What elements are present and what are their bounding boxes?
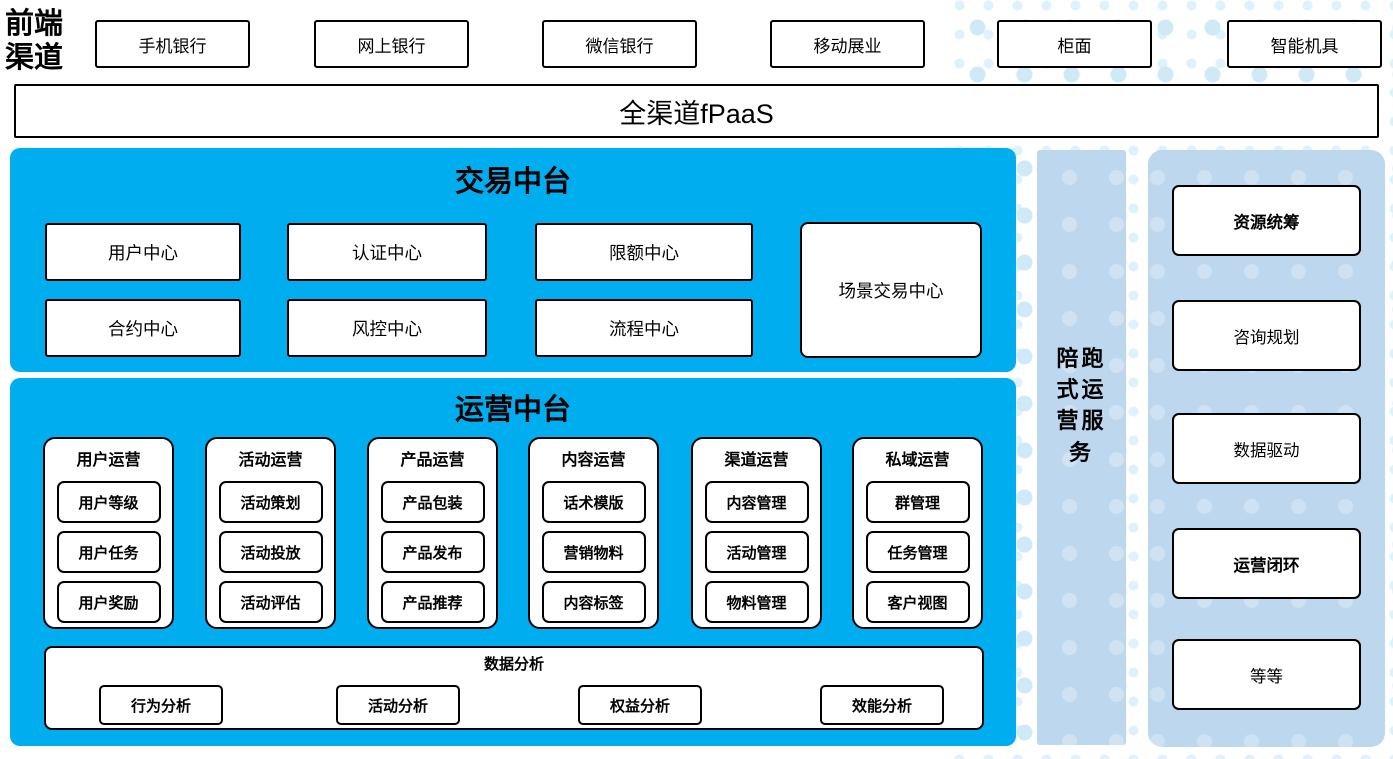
sub-item-box: 活动评估 [218, 581, 323, 623]
sub-item-box: 产品发布 [380, 531, 485, 573]
activity-analysis-box: 活动分析 [336, 685, 460, 725]
sub-item-box: 内容管理 [704, 481, 809, 523]
risk-control-center-box: 风控中心 [287, 299, 487, 357]
sub-item-box: 产品推荐 [380, 581, 485, 623]
private-domain-operation-column: 私域运营 群管理 任务管理 客户视图 [852, 437, 983, 629]
user-operation-column: 用户运营 用户等级 用户任务 用户奖励 [43, 437, 174, 629]
benefit-analysis-box: 权益分析 [578, 685, 702, 725]
user-center-box: 用户中心 [45, 223, 241, 281]
sub-item-box: 用户等级 [56, 481, 161, 523]
column-header: 渠道运营 [724, 452, 789, 469]
transaction-platform-title: 交易中台 [454, 166, 571, 198]
etc-box: 等等 [1172, 639, 1361, 710]
data-analysis-title: 数据分析 [483, 656, 544, 673]
channel-box-smart-devices: 智能机具 [1227, 20, 1382, 68]
sub-item-box: 用户奖励 [56, 581, 161, 623]
data-analysis-strip: 数据分析 行为分析 活动分析 权益分析 效能分析 [44, 646, 984, 730]
auth-center-box: 认证中心 [287, 223, 487, 281]
channel-box-mobile-banking: 手机银行 [95, 20, 250, 68]
sub-item-box: 营销物料 [541, 531, 646, 573]
sub-item-box: 物料管理 [704, 581, 809, 623]
column-header: 产品运营 [400, 452, 465, 469]
channel-box-counter: 柜面 [997, 20, 1152, 68]
scenario-transaction-center-box: 场景交易中心 [800, 222, 982, 358]
data-driven-box: 数据驱动 [1172, 413, 1361, 484]
column-header: 用户运营 [76, 452, 141, 469]
activity-operation-column: 活动运营 活动策划 活动投放 活动评估 [205, 437, 336, 629]
channel-box-mobile-sales: 移动展业 [770, 20, 925, 68]
efficiency-analysis-box: 效能分析 [820, 685, 944, 725]
column-header: 私域运营 [885, 452, 950, 469]
service-panel: 资源统筹 咨询规划 数据驱动 运营闭环 等等 [1148, 150, 1385, 747]
sub-item-box: 活动投放 [218, 531, 323, 573]
sub-item-box: 话术模版 [541, 481, 646, 523]
sub-item-box: 客户视图 [865, 581, 970, 623]
front-channel-label: 前端渠道 [5, 8, 64, 74]
process-center-box: 流程中心 [535, 299, 753, 357]
contract-center-box: 合约中心 [45, 299, 241, 357]
resource-coordination-box: 资源统筹 [1172, 185, 1361, 256]
product-operation-column: 产品运营 产品包装 产品发布 产品推荐 [367, 437, 498, 629]
sub-item-box: 活动策划 [218, 481, 323, 523]
sub-item-box: 活动管理 [704, 531, 809, 573]
sub-item-box: 内容标签 [541, 581, 646, 623]
sub-item-box: 任务管理 [865, 531, 970, 573]
column-header: 内容运营 [561, 452, 626, 469]
transaction-platform-section: 交易中台 用户中心 认证中心 限额中心 合约中心 风控中心 流程中心 场景交易中… [10, 148, 1016, 372]
consulting-planning-box: 咨询规划 [1172, 300, 1361, 371]
content-operation-column: 内容运营 话术模版 营销物料 内容标签 [528, 437, 659, 629]
accompany-service-label: 陪跑式运营服务 [1056, 346, 1107, 465]
channel-operation-column: 渠道运营 内容管理 活动管理 物料管理 [691, 437, 822, 629]
column-header: 活动运营 [238, 452, 303, 469]
operation-platform-title: 运营中台 [454, 394, 571, 426]
quota-center-box: 限额中心 [535, 223, 753, 281]
fpaas-bar: 全渠道fPaaS [14, 84, 1379, 138]
behavior-analysis-box: 行为分析 [99, 685, 223, 725]
channel-box-wechat-banking: 微信银行 [542, 20, 697, 68]
channel-box-online-banking: 网上银行 [314, 20, 469, 68]
sub-item-box: 产品包装 [380, 481, 485, 523]
sub-item-box: 群管理 [865, 481, 970, 523]
sub-item-box: 用户任务 [56, 531, 161, 573]
operation-closed-loop-box: 运营闭环 [1172, 528, 1361, 599]
accompany-operation-service-bar: 陪跑式运营服务 [1037, 150, 1126, 745]
operation-platform-section: 运营中台 用户运营 用户等级 用户任务 用户奖励 活动运营 活动策划 活动投放 … [10, 378, 1016, 746]
